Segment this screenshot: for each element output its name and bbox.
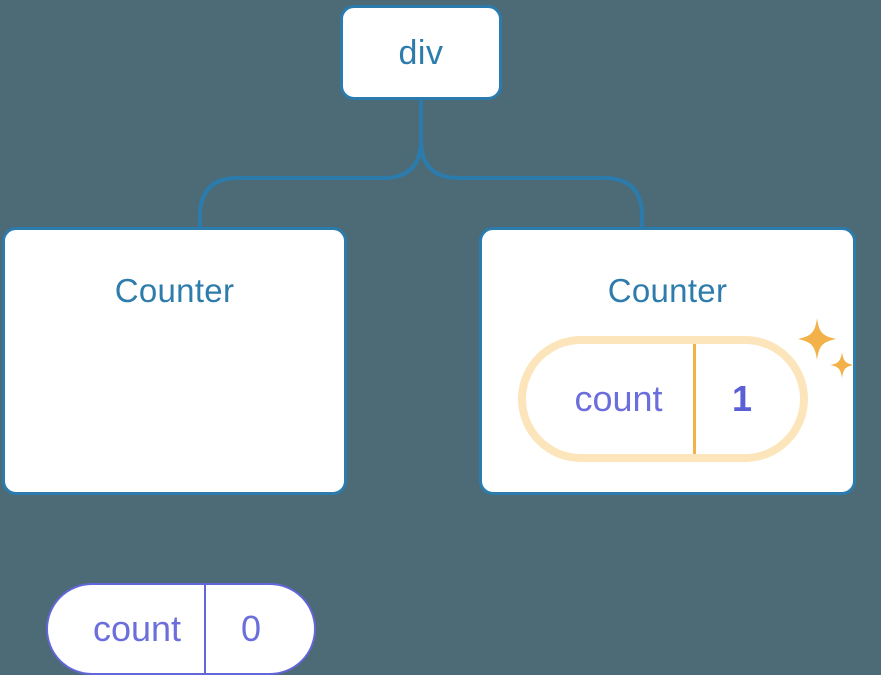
connector-left-branch (198, 98, 423, 229)
card-title-left: Counter (114, 272, 235, 309)
node-div[interactable]: div (340, 5, 502, 100)
state-pill-count-right[interactable]: count 1 (518, 336, 808, 462)
node-div-label: div (398, 33, 444, 72)
state-value-left: 0 (240, 608, 262, 649)
state-pill-count-left[interactable]: count 0 (46, 583, 316, 675)
card-counter-left[interactable]: Counter count 0 (2, 227, 347, 675)
state-key-left: count (48, 585, 206, 673)
connector-right-branch (419, 98, 644, 229)
card-title-right: Counter (607, 272, 728, 309)
diagram-canvas: div Counter count 0 Counter count 1 (2, 5, 856, 675)
state-value-right: 1 (731, 378, 753, 419)
state-key-right: count (526, 344, 696, 454)
